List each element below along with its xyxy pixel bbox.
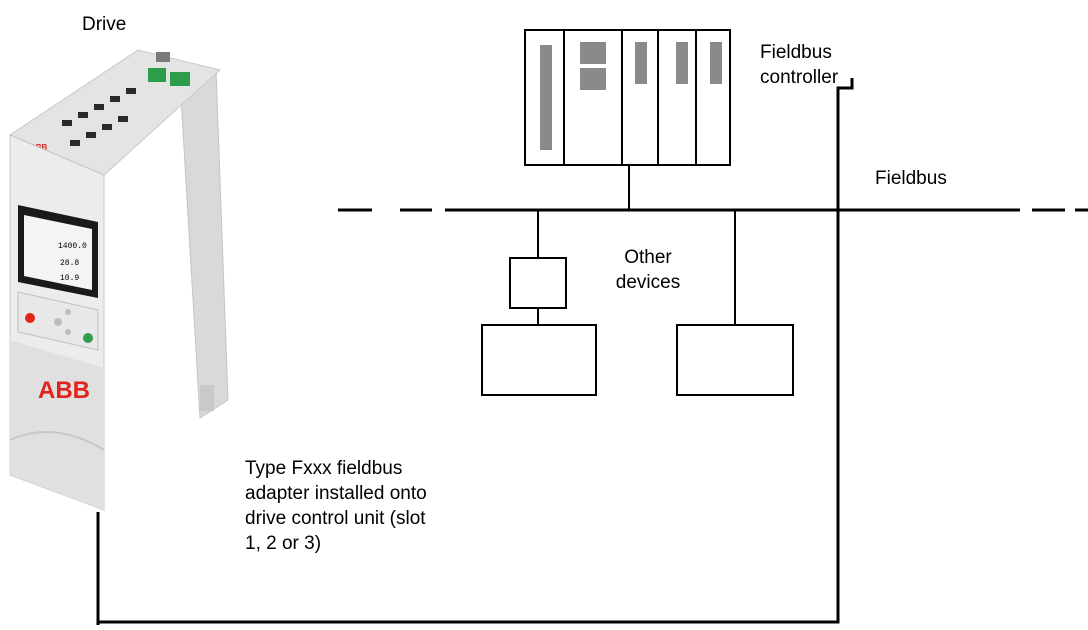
drive-label: Drive: [82, 12, 126, 37]
label-line: adapter installed onto: [245, 481, 475, 506]
drive-unit: ABB 1400.0 28.8 10.9 ABB: [10, 50, 228, 510]
label-line: 1, 2 or 3): [245, 531, 475, 556]
device-box-right: [677, 325, 793, 395]
start-key: [83, 333, 93, 343]
fieldbus-label: Fieldbus: [875, 166, 947, 191]
label-line: controller: [760, 65, 880, 90]
label-line: Fieldbus: [760, 40, 880, 65]
module-bar: [580, 68, 606, 90]
display-value: 10.9: [60, 274, 79, 283]
label-line: Other: [598, 245, 698, 270]
label-line: drive control unit (slot: [245, 506, 475, 531]
label-line: Type Fxxx fieldbus: [245, 456, 475, 481]
module-bar: [710, 42, 722, 84]
fieldbus-controller: [525, 30, 730, 165]
stop-key: [25, 313, 35, 323]
module-bar: [580, 42, 606, 64]
controller-rack: [525, 30, 730, 165]
other-devices: [482, 210, 793, 395]
adapter-note-label: Type Fxxx fieldbus adapter installed ont…: [245, 456, 475, 556]
module-bar: [540, 45, 552, 150]
abb-logo: ABB: [38, 377, 90, 404]
device-box-left: [482, 325, 596, 395]
device-small: [510, 258, 566, 308]
other-devices-label: Other devices: [598, 245, 698, 295]
display-value: 1400.0: [58, 242, 87, 251]
display-value: 28.8: [60, 259, 79, 268]
label-line: devices: [598, 270, 698, 295]
module-bar: [635, 42, 647, 84]
module-bar: [676, 42, 688, 84]
fieldbus-controller-label: Fieldbus controller: [760, 40, 880, 90]
